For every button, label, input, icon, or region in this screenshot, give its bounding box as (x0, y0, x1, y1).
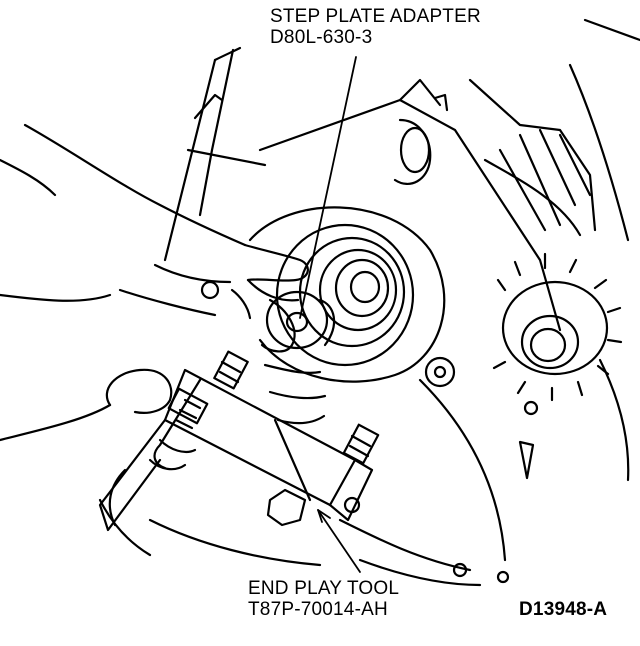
end-play-leader (317, 509, 361, 573)
step-plate-adapter-part-number: D80L-630-3 (270, 27, 373, 48)
leader-lines (299, 56, 361, 573)
step-plate-adapter-name: STEP PLATE ADAPTER (270, 6, 481, 27)
end-play-tool-label: END PLAY TOOL T87P-70014-AH (248, 578, 399, 620)
step-plate-adapter-label: STEP PLATE ADAPTER D80L-630-3 (270, 6, 481, 48)
output-sprocket (492, 252, 623, 402)
upper-hand (0, 123, 309, 353)
end-play-tool-part (98, 350, 380, 532)
end-play-tool-part-number: T87P-70014-AH (248, 599, 388, 620)
pump-bore (248, 118, 446, 383)
step-plate-leader (299, 56, 357, 319)
end-play-tool-name: END PLAY TOOL (248, 578, 400, 599)
figure-id: D13948-A (519, 599, 608, 620)
fasteners (200, 280, 539, 584)
transmission-case (148, 18, 640, 587)
step-plate-adapter-part (265, 290, 336, 350)
